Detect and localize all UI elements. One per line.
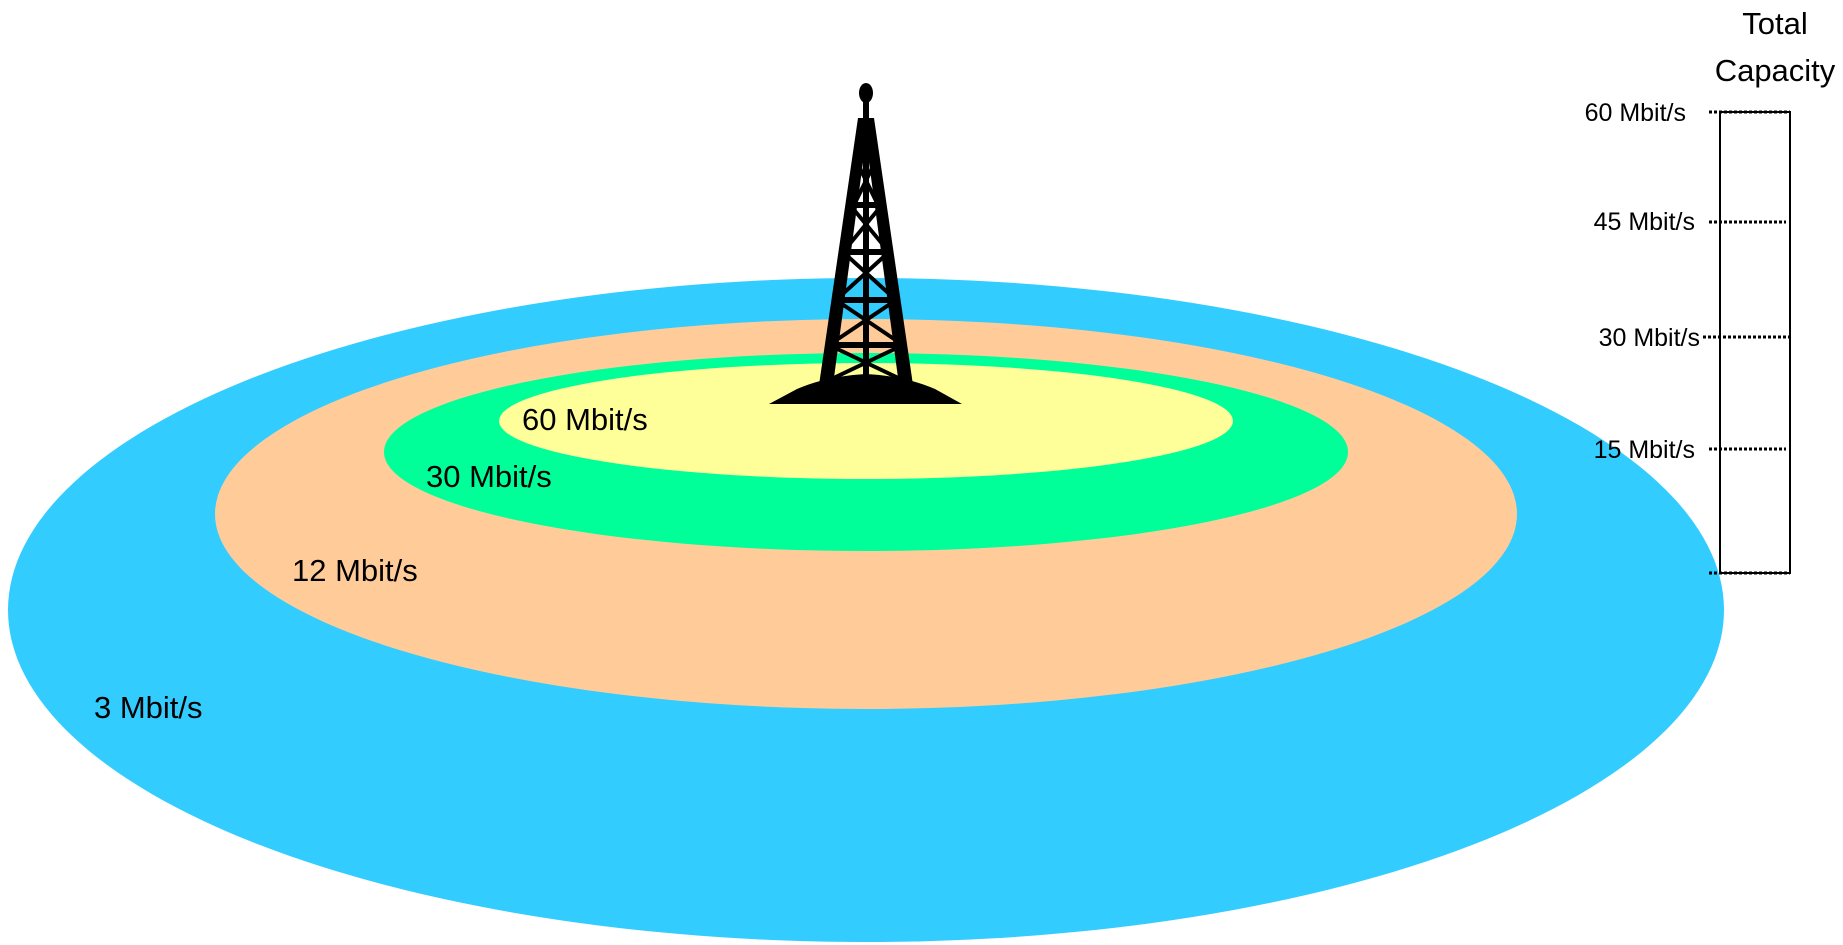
zone-60mbit-ellipse (499, 363, 1233, 479)
zone-label-3mbit: 3 Mbit/s (94, 690, 203, 725)
capacity-label-45: 45 Mbit/s (1594, 208, 1695, 236)
radio-tower-icon (769, 83, 962, 404)
capacity-scale: Total Capacity 60 Mbit/s 45 Mbit/s 30 Mb… (1585, 6, 1836, 575)
zone-label-12mbit: 12 Mbit/s (292, 553, 418, 588)
capacity-title-line2: Capacity (1715, 53, 1836, 88)
capacity-label-30: 30 Mbit/s (1599, 324, 1700, 352)
zone-label-60mbit: 60 Mbit/s (522, 402, 648, 437)
capacity-label-60: 60 Mbit/s (1585, 99, 1686, 127)
zone-label-30mbit: 30 Mbit/s (426, 459, 552, 494)
capacity-title-line1: Total (1742, 6, 1807, 41)
capacity-label-15: 15 Mbit/s (1594, 436, 1695, 464)
capacity-bar (1719, 111, 1791, 574)
